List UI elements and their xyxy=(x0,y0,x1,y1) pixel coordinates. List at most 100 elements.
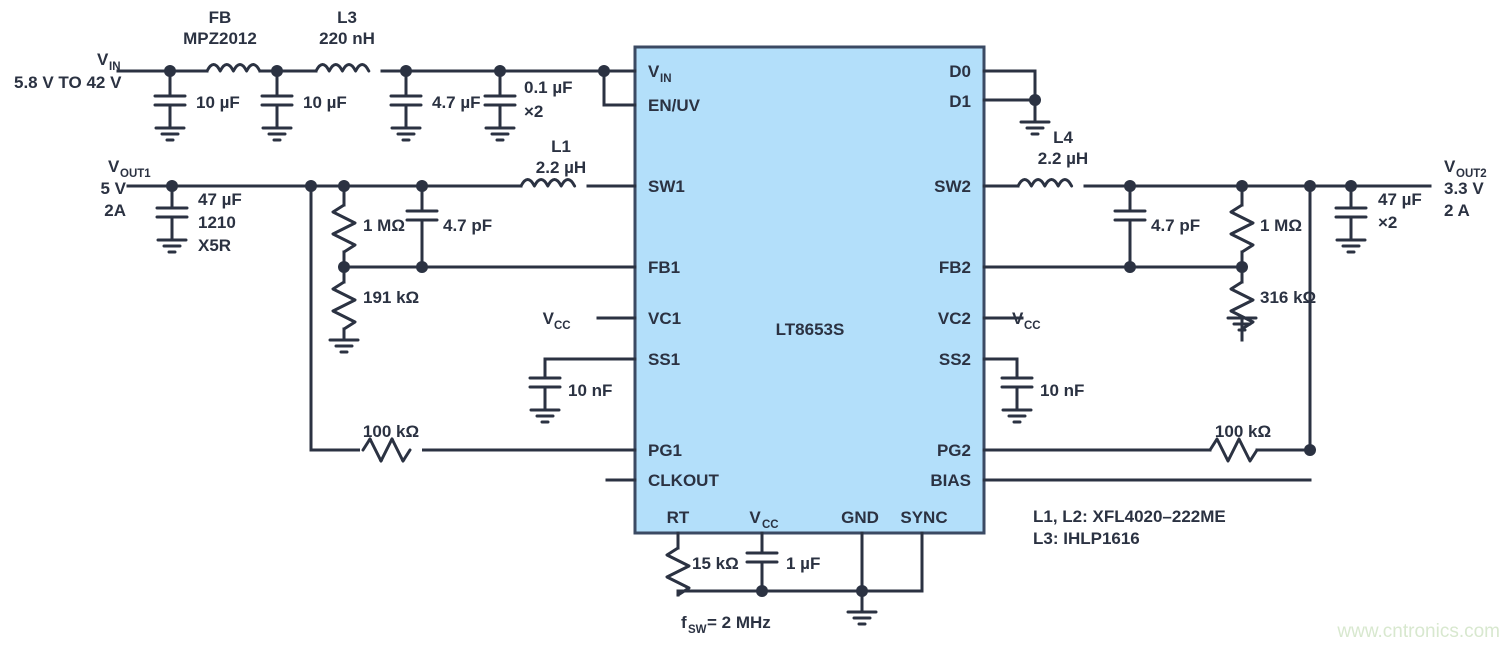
node-vin-2 xyxy=(271,65,283,77)
label-vcc-cap: 1 µF xyxy=(786,554,820,573)
pin-label-bias: BIAS xyxy=(930,471,971,490)
note-line-2: L3: IHLP1616 xyxy=(1033,529,1140,548)
label-vin-range: 5.8 V TO 42 V xyxy=(14,73,122,92)
pin-label-fb2: FB2 xyxy=(939,258,971,277)
resistor-rt-15k xyxy=(665,546,691,597)
label-ss2-cap: 10 nF xyxy=(1040,381,1084,400)
pin-label-sync: SYNC xyxy=(900,508,947,527)
label-fsw: f xyxy=(681,613,687,632)
label-vc1-vcc-sub: CC xyxy=(554,320,571,332)
node-vin-4 xyxy=(494,65,506,77)
node-vout1-fb-top xyxy=(338,180,350,192)
label-l4-ref: L4 xyxy=(1053,128,1073,147)
resistor-fb1-1meg xyxy=(331,203,357,254)
label-ss1-cap: 10 nF xyxy=(568,381,612,400)
label-fb-part: MPZ2012 xyxy=(183,29,257,48)
label-vout2-voltage: 3.3 V xyxy=(1444,179,1484,198)
wire-ss2-to-cap xyxy=(982,357,1019,380)
label-l3-ref: L3 xyxy=(337,8,357,27)
label-l4-value: 2.2 µH xyxy=(1038,149,1088,168)
label-cap-in3: 4.7 µF xyxy=(432,93,481,112)
label-cap-in4: 0.1 µF xyxy=(524,78,573,97)
label-fb1-top: 1 MΩ xyxy=(363,216,405,235)
label-rt-resistor: 15 kΩ xyxy=(692,554,739,573)
pin-label-vcc-sub: CC xyxy=(762,519,779,531)
node-vout2-cff xyxy=(1124,180,1136,192)
node-vin-1 xyxy=(164,65,176,77)
pin-label-enuv: EN/UV xyxy=(648,96,701,115)
label-cap-out2-mult: ×2 xyxy=(1378,213,1397,232)
wire-vin-to-enuv xyxy=(602,69,637,107)
node-vout1-cap xyxy=(166,180,178,192)
node-vout2-pg2 xyxy=(1304,180,1316,192)
wire-vout1-to-pg1-branch xyxy=(309,184,637,452)
wire-d0-to-d1 xyxy=(982,69,1037,102)
label-vout1-voltage: 5 V xyxy=(100,179,126,198)
label-vout1-current: 2A xyxy=(104,201,126,220)
wire-sync-to-gnd xyxy=(860,531,924,593)
pin-label-vc1: VC1 xyxy=(648,309,681,328)
wire-ss1-to-cap xyxy=(543,357,637,380)
inductor-l3 xyxy=(314,63,371,73)
pin-label-vc2: VC2 xyxy=(938,309,971,328)
label-vc2-vcc: V xyxy=(1012,309,1024,328)
label-cap-in4-mult: ×2 xyxy=(524,102,543,121)
node-vin-enuv xyxy=(598,65,610,77)
label-vout1-rail: V xyxy=(108,157,120,176)
label-l1-ref: L1 xyxy=(551,137,571,156)
label-cap-out1-dielectric: X5R xyxy=(198,236,231,255)
node-vout2-cap xyxy=(1345,180,1357,192)
label-fb-ref: FB xyxy=(209,8,232,27)
node-vout1-cff xyxy=(416,180,428,192)
label-vin-rail-sub: IN xyxy=(109,61,121,73)
label-cap-out1-value: 47 µF xyxy=(198,190,242,209)
pin-label-gnd: GND xyxy=(841,508,879,527)
note-line-1: L1, L2: XFL4020–222ME xyxy=(1033,507,1226,526)
label-vout2-rail-sub: OUT2 xyxy=(1456,168,1487,180)
pin-label-vin: V xyxy=(648,62,660,81)
pin-label-pg1: PG1 xyxy=(648,441,682,460)
resistor-fb2-1meg xyxy=(1229,203,1255,254)
inductor-l4 xyxy=(1016,178,1074,188)
resistor-pg2-100k xyxy=(1208,437,1259,463)
pin-label-d0: D0 xyxy=(949,62,971,81)
watermark-text: www.cntronics.com xyxy=(1336,621,1500,642)
pin-label-d1: D1 xyxy=(949,92,971,111)
label-fb2-top: 1 MΩ xyxy=(1260,216,1302,235)
label-cap-in2: 10 µF xyxy=(303,93,347,112)
node-vout2-fb-top xyxy=(1236,180,1248,192)
pin-label-pg2: PG2 xyxy=(937,441,971,460)
label-vc2-vcc-sub: CC xyxy=(1024,320,1041,332)
inductor-l1 xyxy=(519,178,577,188)
pin-label-fb1: FB1 xyxy=(648,258,680,277)
label-cap-in1: 10 µF xyxy=(196,93,240,112)
label-pg1-resistor: 100 kΩ xyxy=(363,422,419,441)
label-cap-out2-value: 47 µF xyxy=(1378,190,1422,209)
ic-name-label: LT8653S xyxy=(776,320,845,339)
pin-label-clkout: CLKOUT xyxy=(648,471,719,490)
label-vout2-current: 2 A xyxy=(1444,201,1470,220)
pin-label-sw2: SW2 xyxy=(934,177,971,196)
label-vout2-rail: V xyxy=(1444,157,1456,176)
pin-label-vin-sub: IN xyxy=(660,73,672,85)
label-l3-value: 220 nH xyxy=(319,29,375,48)
pin-label-ss2: SS2 xyxy=(939,350,971,369)
label-cff2: 4.7 pF xyxy=(1151,216,1200,235)
pin-label-ss1: SS1 xyxy=(648,350,680,369)
resistor-fb1-191k xyxy=(331,280,357,331)
ic-lt8653s-body xyxy=(633,45,986,535)
ferrite-bead-fb xyxy=(205,63,262,73)
label-fb2-bottom: 316 kΩ xyxy=(1260,288,1316,307)
pin-label-rt: RT xyxy=(667,508,690,527)
label-fsw-sub: SW xyxy=(688,624,707,636)
label-cap-out1-size: 1210 xyxy=(198,213,236,232)
pin-label-vcc: V xyxy=(749,508,761,527)
label-vc1-vcc: V xyxy=(543,309,555,328)
label-cff1: 4.7 pF xyxy=(443,216,492,235)
label-vin-rail: V xyxy=(97,50,109,69)
label-fsw-value: = 2 MHz xyxy=(707,613,771,632)
label-vout1-rail-sub: OUT1 xyxy=(120,168,151,180)
label-fb1-bottom: 191 kΩ xyxy=(363,288,419,307)
